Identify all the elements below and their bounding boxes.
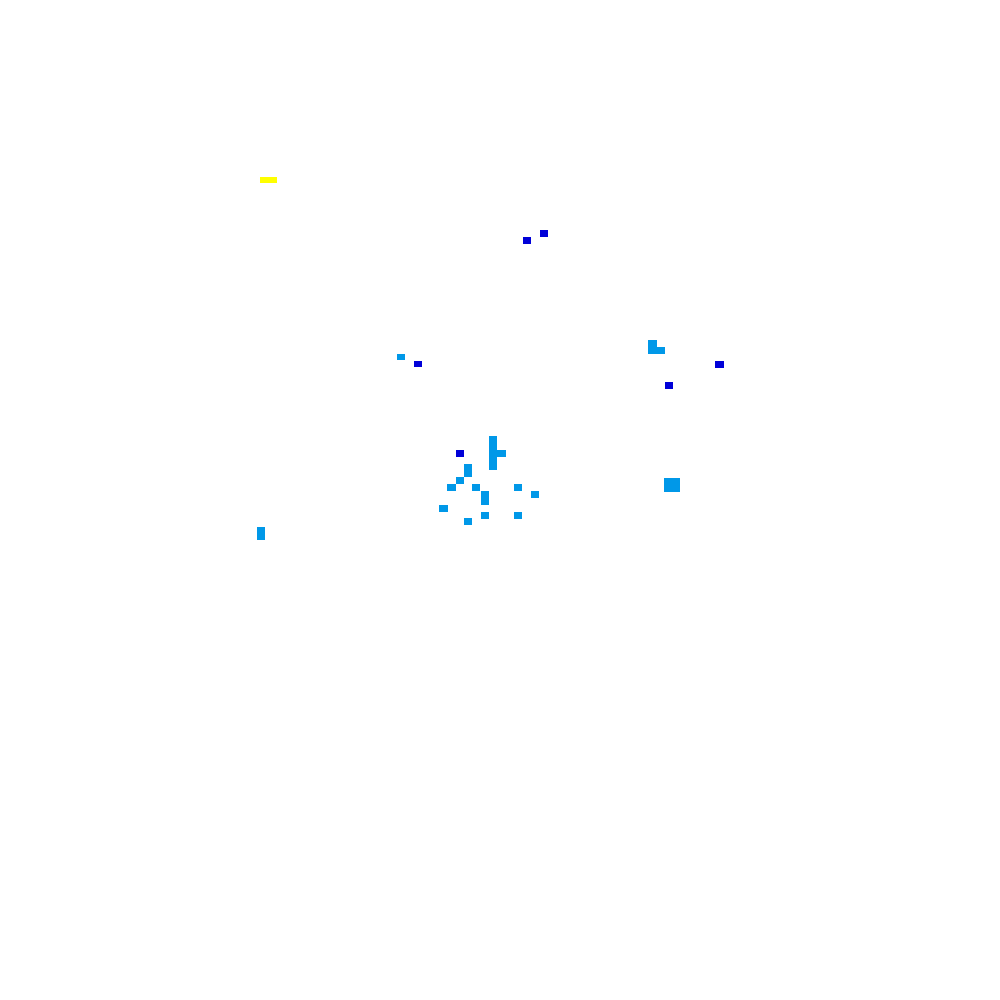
light-blue-10-cell: [481, 512, 489, 519]
light-blue-col-top-cell: [489, 436, 497, 450]
light-blue-col-side-cell: [489, 450, 506, 457]
light-blue-col-bottom-cell: [489, 457, 497, 470]
light-blue-left-bar-cell: [257, 527, 265, 540]
dark-blue-6-cell: [456, 450, 464, 457]
light-blue-2-cell: [464, 464, 472, 477]
light-blue-3-cell: [456, 477, 464, 484]
light-blue-7-cell: [514, 484, 522, 491]
light-blue-6-cell: [481, 491, 489, 505]
light-blue-11-cell: [514, 512, 522, 519]
light-blue-square-cell: [664, 478, 680, 492]
light-blue-12-cell: [464, 518, 472, 525]
light-blue-l-bottom-cell: [648, 347, 665, 354]
dark-blue-3-cell: [414, 361, 422, 367]
light-blue-8-cell: [531, 491, 539, 498]
light-blue-4-cell: [447, 484, 456, 491]
light-blue-1-cell: [397, 354, 405, 360]
yellow-dash-cell: [260, 177, 277, 183]
light-blue-9-cell: [439, 505, 448, 512]
light-blue-5-cell: [472, 484, 480, 491]
dark-blue-2-cell: [540, 230, 548, 237]
dark-blue-1-cell: [523, 237, 531, 244]
dark-blue-5-cell: [665, 382, 673, 389]
dark-blue-4-cell: [715, 361, 724, 368]
